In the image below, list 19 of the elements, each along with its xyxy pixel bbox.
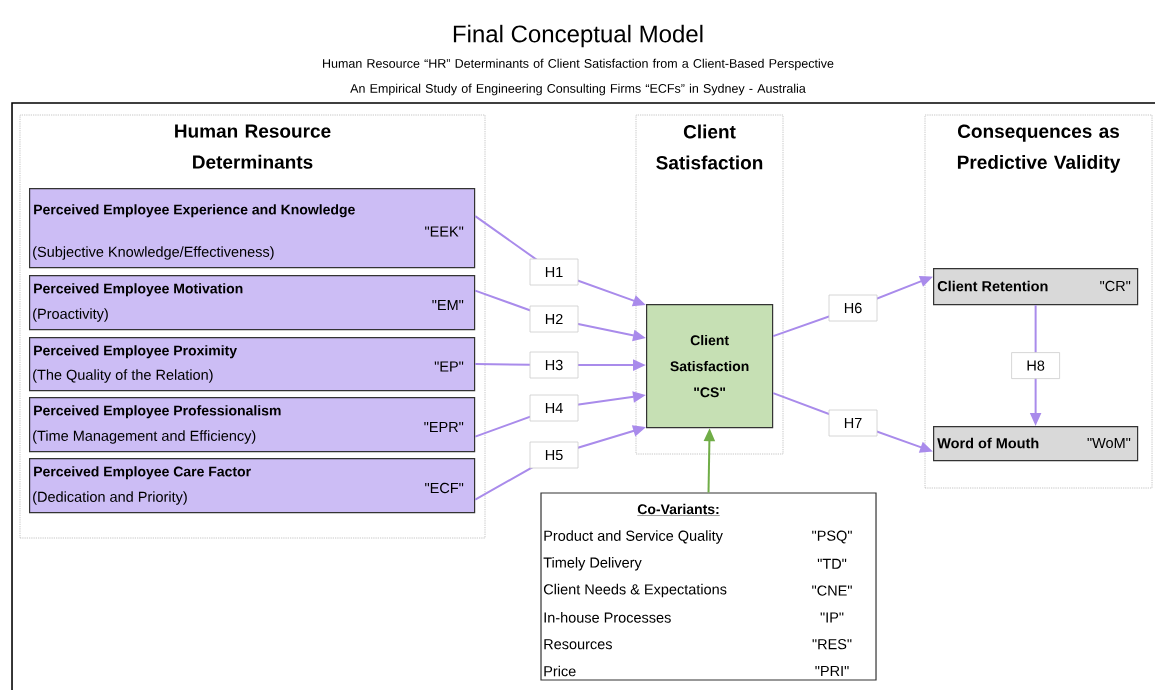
hypothesis-label: H1 [529, 258, 579, 286]
factor-box: Perceived Employee Care Factor (Dedication and Priority) "ECF" [29, 458, 476, 514]
hypothesis-label: H2 [529, 305, 579, 333]
factor-box: Perceived Employee Experience and Knowledge (Subjective Knowledge/Effectiveness) "EEK" [29, 188, 476, 269]
covariates-box: Co-Variants: Product and Service Quality "PSQ" Timely Delivery "TD" Client Needs & Expectations "CNE" In-house Processes "IP" Resources "RES" Price "PRI" [540, 492, 877, 681]
factor-box: Perceived Employee Professionalism (Time Management and Efficiency) "EPR" [29, 397, 476, 453]
hypothesis-label: H4 [529, 394, 579, 422]
hypothesis-label: H5 [529, 441, 579, 469]
factor-box: Perceived Employee Proximity (The Quality of the Relation) "EP" [29, 337, 476, 392]
hypothesis-label: H8 [1011, 352, 1060, 379]
outcome-box: Word of Mouth "WoM" [933, 426, 1139, 462]
factor-box: Perceived Employee Motivation (Proactivity) "EM" [29, 275, 476, 331]
outcome-box: Client Retention "CR" [933, 268, 1139, 306]
subtitle: Human Resource “HR” Determinants of Client Satisfaction from a Client-Based Perspective An Empirical Study of Engineering Consulting Firms “ECFs” in Sydney - Australia [323, 58, 834, 96]
hypothesis-label: H6 [828, 294, 878, 322]
title: Final Conceptual Model [453, 24, 703, 48]
construct-box: Client Satisfaction "CS" [646, 304, 774, 429]
hypothesis-label: H7 [828, 409, 878, 437]
hypothesis-label: H3 [529, 351, 579, 379]
